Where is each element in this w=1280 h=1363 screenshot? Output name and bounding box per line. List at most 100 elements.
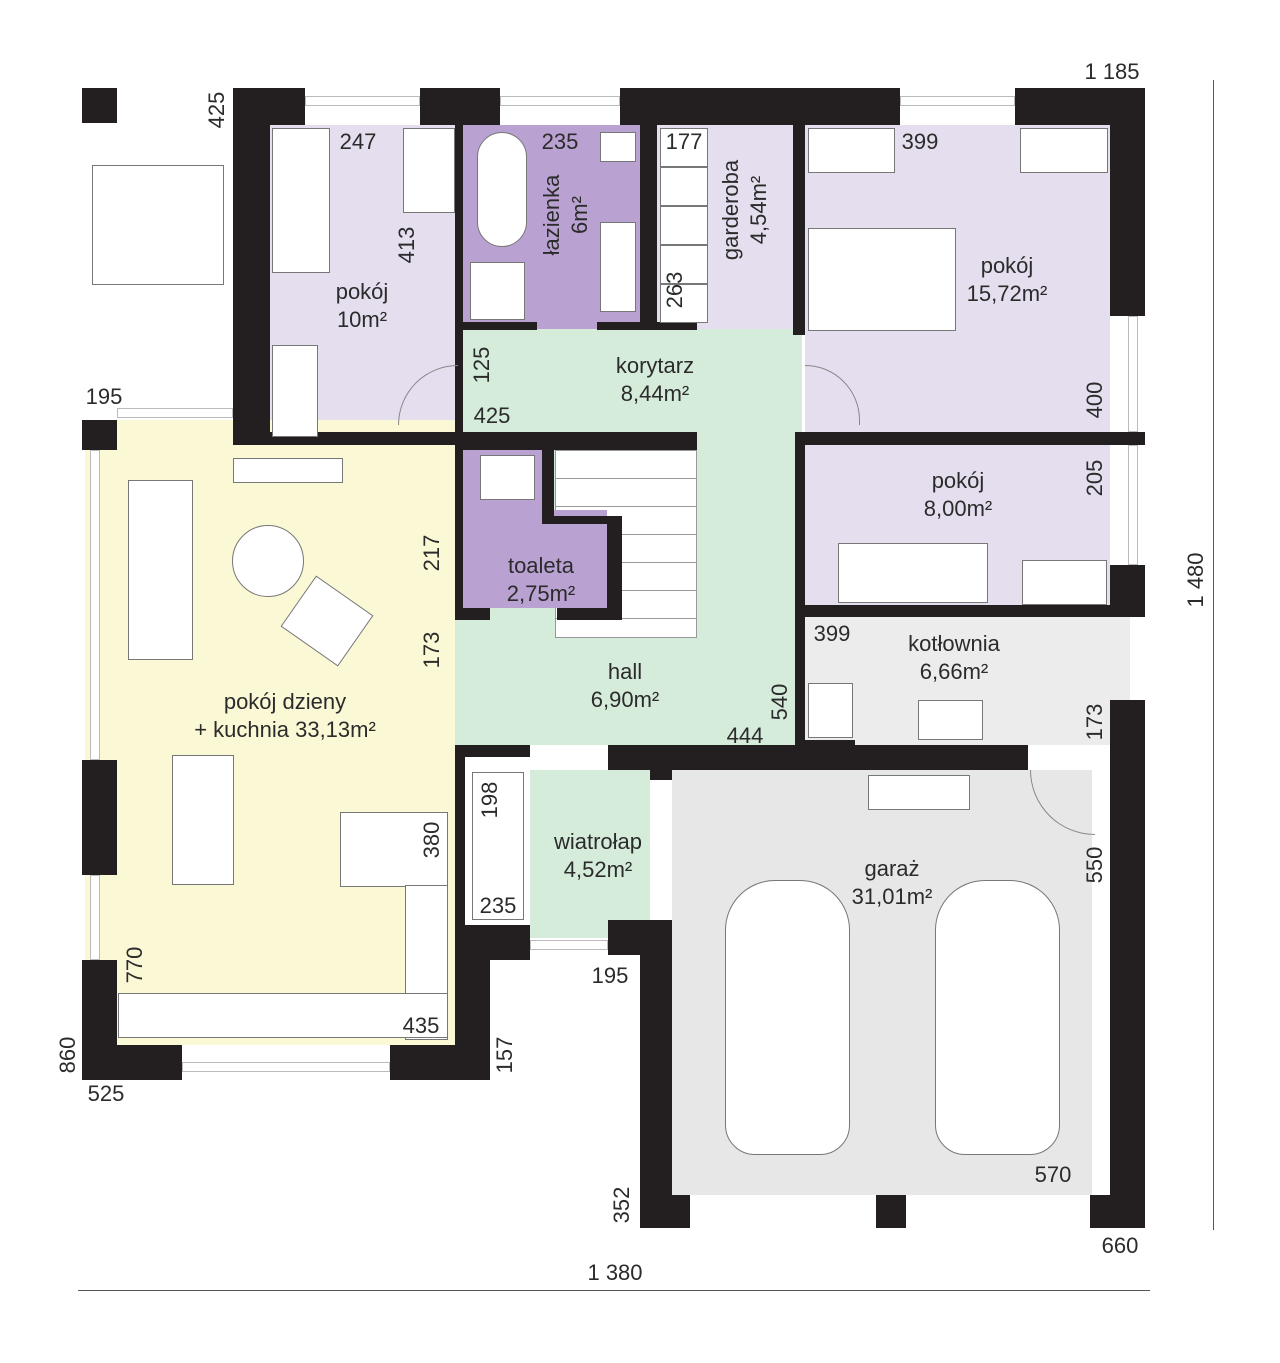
room-area: 6,90m² [590,687,660,712]
shoe-cabinet [472,772,524,920]
room-name: korytarz [615,353,695,378]
wall [597,322,697,330]
desk [403,128,455,213]
wall [607,516,622,616]
shower [470,262,525,320]
room-name: wiatrołap [553,829,643,854]
dimension-label: 195 [591,963,629,988]
wall [1110,88,1145,316]
sink [600,132,636,162]
dimension-label: 217 [419,534,444,572]
window [305,96,420,106]
toilet [480,455,535,500]
wall [795,432,805,747]
wall [82,88,117,123]
dimension-label: 860 [55,1036,80,1074]
wall [793,125,805,335]
wall [542,516,622,524]
wall [233,88,270,445]
room-area: 4,52m² [563,857,633,882]
wall [1090,1195,1145,1228]
dimension-label: 425 [204,91,229,129]
room-name: garderoba [718,159,743,261]
laundry-sink [918,700,983,740]
room-name: pokój [980,253,1034,278]
kitchen-counter [118,993,448,1038]
wall [650,770,672,780]
tv-stand [233,458,343,483]
car [935,880,1060,1155]
window [500,96,620,106]
wall [82,420,117,450]
cabinet [1020,128,1108,173]
lawn-mower [868,775,970,810]
dimension-label: 400 [1082,381,1107,419]
dimension-label: 380 [419,821,444,859]
dimension-label: 263 [662,271,687,309]
dimension-label: 198 [477,781,502,819]
dimension-label: 195 [85,384,123,409]
dimension-label: 173 [1082,703,1107,741]
wall [82,760,117,875]
room-name: kotłownia [908,631,1000,656]
wall [542,450,554,520]
coffee-table [232,525,304,597]
window [182,1062,390,1072]
wall [455,955,490,1080]
dimension-label: 525 [87,1081,125,1106]
sink [600,222,636,312]
wall [640,125,657,329]
sofa [128,480,193,660]
wall [795,432,1145,445]
dining-table [172,755,234,885]
wall [82,1045,182,1080]
terrace-table [92,165,224,285]
wall [455,745,465,1080]
wall [455,745,530,757]
dimension-label: 247 [339,129,377,154]
wall [795,605,1125,617]
wall [455,925,530,960]
dimension-label: 1 480 [1183,552,1208,608]
room-name: hall [607,659,643,684]
room-area: 6m² [567,196,592,234]
dimension-label: 399 [813,621,851,646]
wall [557,608,622,620]
room-name: garaż [864,856,920,881]
room-area: 8,44m² [620,381,690,406]
room-fill-vestibule [530,770,650,938]
wall [876,1195,906,1228]
room-name: toaleta [507,553,575,578]
room-area: 8,00m² [923,496,993,521]
boiler [808,683,853,738]
double-bed [808,228,956,331]
wall [640,1195,690,1228]
wall [620,88,900,125]
desk [1022,560,1107,605]
dimension-label: 540 [767,683,792,721]
bed [272,128,330,273]
wall [455,445,463,620]
kitchen-counter [340,812,448,887]
cabinet [808,128,895,173]
dimension-label: 177 [665,129,703,154]
dimension-label: 570 [1034,1162,1072,1187]
dimension-label: 352 [609,1186,634,1224]
dimension-label: 550 [1082,846,1107,884]
wall [805,740,855,748]
dimension-label: 413 [394,226,419,264]
dimension-label: 235 [479,893,517,918]
wall [462,322,537,330]
dimension-line-horizontal [78,1290,1150,1291]
dimension-label: 1 380 [587,1260,643,1285]
room-label: hall 6,90m² [591,658,659,714]
room-area: 2,75m² [506,581,576,606]
dimension-label: 235 [541,129,579,154]
room-label: pokój dzieny+ kuchnia 33,13m² [194,688,376,744]
dimension-label: 399 [901,129,939,154]
wall [455,125,463,445]
